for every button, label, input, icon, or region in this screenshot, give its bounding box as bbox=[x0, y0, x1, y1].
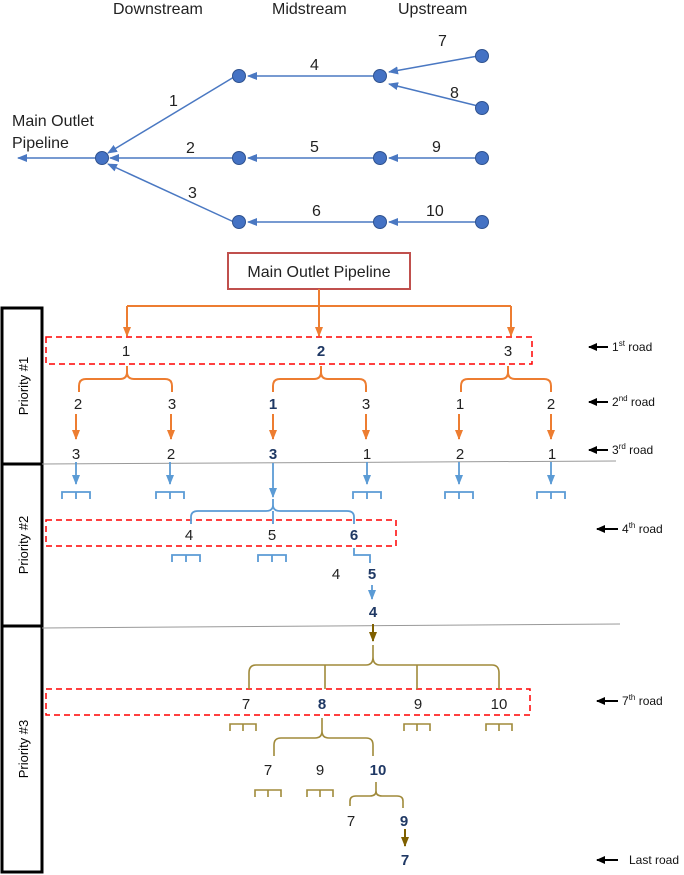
road-1-label: 1st road bbox=[612, 339, 652, 354]
l7-node-2: 9 bbox=[414, 696, 422, 713]
l2-node-0: 2 bbox=[74, 396, 82, 413]
pipe-label-8: 8 bbox=[450, 85, 459, 102]
l7-node-0: 7 bbox=[242, 696, 250, 713]
outlet-label-line1: Main Outlet bbox=[12, 113, 94, 130]
pipe-1 bbox=[107, 76, 235, 154]
pipe-7 bbox=[388, 55, 479, 75]
l4-node-2: 6 bbox=[350, 527, 358, 544]
road-4-label: 4th road bbox=[622, 521, 663, 536]
node-upstream-10 bbox=[475, 215, 489, 229]
node-upstream-8 bbox=[475, 101, 489, 115]
priority-column: Priority #1 Priority #2 Priority #3 bbox=[0, 306, 44, 874]
road-1-dashed-box bbox=[45, 336, 533, 365]
pipe-label-1: 1 bbox=[169, 93, 178, 110]
l1-node-0: 1 bbox=[122, 343, 130, 360]
l3-node-2: 3 bbox=[269, 446, 277, 463]
separator-line-1 bbox=[41, 460, 617, 465]
l2-node-5: 2 bbox=[547, 396, 555, 413]
l3-node-0: 3 bbox=[72, 446, 80, 463]
l7-node-1: 8 bbox=[318, 696, 326, 713]
road-7-dashed-box bbox=[45, 688, 531, 716]
road-7-label: 7th road bbox=[622, 693, 663, 708]
priority-1-label: Priority #1 bbox=[16, 357, 31, 416]
upstream-header: Upstream bbox=[398, 1, 467, 18]
l1-node-1: 2 bbox=[317, 343, 325, 360]
network-section: Downstream Midstream Upstream Main Outle… bbox=[12, 1, 489, 229]
l9-node-1: 9 bbox=[400, 813, 408, 830]
downstream-header: Downstream bbox=[113, 1, 203, 18]
road-markers: 1st road 2nd road 3rd road 4th road 7th … bbox=[588, 339, 679, 867]
node-midstream-b bbox=[373, 151, 387, 165]
pipe-label-10: 10 bbox=[426, 203, 444, 220]
l8-node-0: 7 bbox=[264, 762, 272, 779]
l2-node-3: 3 bbox=[362, 396, 370, 413]
road-3-label: 3rd road bbox=[612, 442, 653, 457]
node-upstream-9 bbox=[475, 151, 489, 165]
l6-node: 4 bbox=[369, 604, 378, 621]
separator-line-2 bbox=[41, 623, 621, 629]
pipe-8 bbox=[388, 82, 479, 107]
pipe-label-9: 9 bbox=[432, 139, 441, 156]
l4-node-0: 4 bbox=[185, 527, 193, 544]
last-road-label: Last road bbox=[629, 853, 679, 867]
olive-tree-lines bbox=[229, 624, 513, 847]
priority-3-box bbox=[0, 624, 44, 874]
root-box bbox=[227, 252, 411, 290]
l2-node-1: 3 bbox=[168, 396, 176, 413]
l8-node-1: 9 bbox=[316, 762, 324, 779]
l5-node-0: 4 bbox=[332, 566, 340, 583]
l3-node-4: 2 bbox=[456, 446, 464, 463]
pipe-label-6: 6 bbox=[312, 203, 321, 220]
road-4-dashed-box bbox=[45, 519, 397, 547]
l9-node-0: 7 bbox=[347, 813, 355, 830]
node-downstream-b bbox=[232, 151, 246, 165]
priority-3-label: Priority #3 bbox=[16, 720, 31, 779]
pipe-label-3: 3 bbox=[188, 185, 197, 202]
orange-tree-lines bbox=[72, 289, 555, 440]
node-downstream-a bbox=[232, 69, 246, 83]
node-outlet bbox=[95, 151, 109, 165]
l7-node-3: 10 bbox=[491, 696, 508, 713]
pipe-label-7: 7 bbox=[438, 33, 447, 50]
l2-node-2: 1 bbox=[269, 396, 277, 413]
priority-2-label: Priority #2 bbox=[16, 516, 31, 575]
l10-node: 7 bbox=[401, 852, 409, 869]
pipe-3 bbox=[107, 163, 235, 223]
pipe-label-2: 2 bbox=[186, 140, 195, 157]
l3-node-5: 1 bbox=[548, 446, 556, 463]
midstream-header: Midstream bbox=[272, 1, 347, 18]
node-upstream-7 bbox=[475, 49, 489, 63]
node-downstream-c bbox=[232, 215, 246, 229]
l3-node-3: 1 bbox=[363, 446, 371, 463]
l8-node-2: 10 bbox=[370, 762, 387, 779]
l5-node-1: 5 bbox=[368, 566, 376, 583]
road-2-label: 2nd road bbox=[612, 394, 655, 409]
blue-tree-lines bbox=[61, 462, 566, 600]
pipe-label-4: 4 bbox=[310, 57, 319, 74]
l1-node-2: 3 bbox=[504, 343, 512, 360]
node-midstream-a bbox=[373, 69, 387, 83]
outlet-label-line2: Pipeline bbox=[12, 135, 69, 152]
pipe-label-5: 5 bbox=[310, 139, 319, 156]
tree-node-labels: 1 2 3 2 3 1 3 1 2 3 2 3 1 2 1 4 5 6 4 5 … bbox=[72, 343, 556, 869]
l2-node-4: 1 bbox=[456, 396, 464, 413]
node-midstream-c bbox=[373, 215, 387, 229]
root-label: Main Outlet Pipeline bbox=[247, 264, 390, 281]
l3-node-1: 2 bbox=[167, 446, 175, 463]
l4-node-1: 5 bbox=[268, 527, 276, 544]
